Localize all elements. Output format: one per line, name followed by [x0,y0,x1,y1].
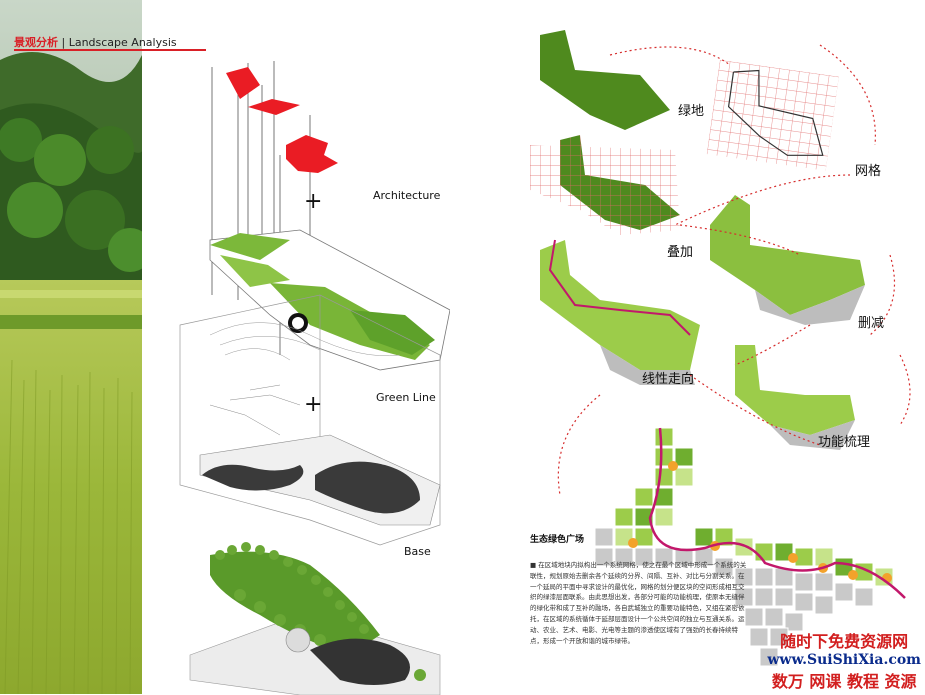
label-base: Base [404,545,431,558]
function-shape [735,345,855,450]
label-architecture: Architecture [373,189,441,202]
flow-arrows [557,44,911,496]
step-label-subtract: 删减 [858,316,885,331]
final-grid-plan [595,427,906,667]
base-layer [202,461,420,514]
linear-shape [540,239,700,385]
section-title: 生态绿色广场 [530,535,585,545]
subtract-shape [710,195,865,325]
step-label-greenland: 绿地 [678,104,705,119]
plus-sign-2: + [304,392,323,417]
greenland-shape [540,30,670,130]
page-title-en: | Landscape Analysis [61,36,177,49]
architecture-layer [226,67,338,173]
grid-process-diagram [530,30,911,496]
section-body-text: ■ 在区域地块内拟构出一个系统网格，使之在最个区域中形成一个系统的关联性，规划原… [530,561,747,645]
watermark-line-2: www.SuiShiXia.com [767,652,921,668]
overlay-shape [530,135,680,235]
page-title: 景观分析 | Landscape Analysis [14,34,177,50]
step-label-function: 功能梳理 [818,435,871,450]
watermark-line-1: 随时下免费资源网 [780,632,909,651]
plus-sign-1: + [304,189,323,214]
base-plan [189,542,441,695]
label-green-line: Green Line [376,391,436,404]
watermark-line-3: 数万 网课 教程 资源 [771,672,917,691]
step-label-linear: 线性走向 [642,372,695,387]
step-label-overlay: 叠加 [667,245,694,260]
title-underline [14,49,206,51]
grid-shape [706,59,839,171]
page-title-cn: 景观分析 [14,36,58,49]
watermark: 随时下免费资源网 www.SuiShiXia.com 数万 网课 教程 资源 [767,628,921,692]
landscape-photo [0,0,142,694]
exploded-axonometric-diagram [179,61,450,695]
step-label-grid: 网格 [855,164,882,179]
